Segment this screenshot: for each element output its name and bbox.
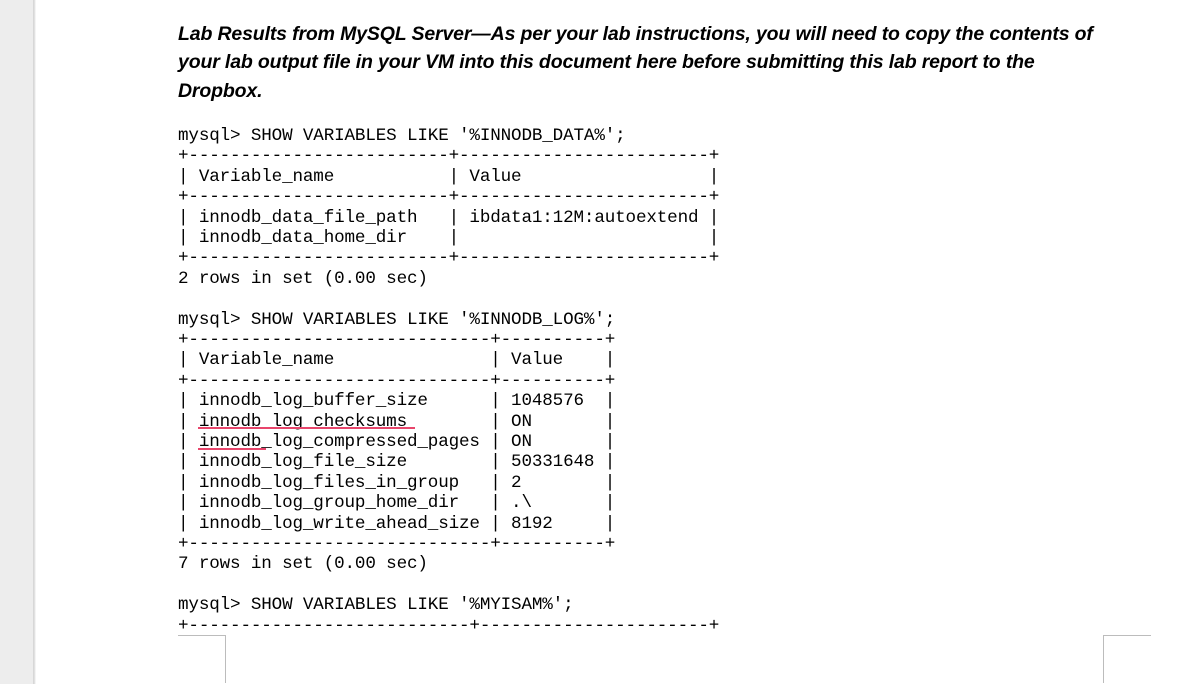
spellcheck-underline-innodb-log-compressed-pages bbox=[198, 448, 266, 450]
margin-guide-bottom-left bbox=[178, 635, 226, 683]
margin-guide-bottom-right bbox=[1103, 635, 1151, 683]
page-gutter bbox=[0, 0, 33, 684]
document-content: Lab Results from MySQL Server—As per you… bbox=[178, 0, 1118, 636]
mysql-terminal-output: mysql> SHOW VARIABLES LIKE '%INNODB_DATA… bbox=[178, 125, 720, 636]
spellcheck-underline-innodb-log-checksums bbox=[198, 427, 415, 429]
page-title: Lab Results from MySQL Server—As per you… bbox=[178, 23, 1093, 102]
document-page[interactable] bbox=[36, 0, 1196, 684]
page-edge-shadow bbox=[33, 0, 36, 684]
